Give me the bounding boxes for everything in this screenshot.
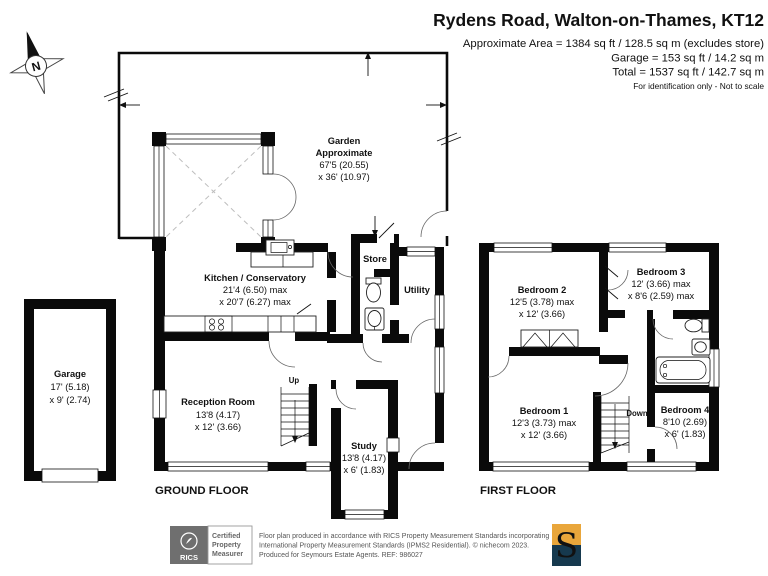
disclaimer-line3: Produced for Seymours Estate Agents. REF… bbox=[259, 552, 423, 559]
reception-name: Reception Room bbox=[181, 397, 255, 407]
compass-north-pointer bbox=[26, 31, 42, 63]
footer: RICS Certified Property Measurer Floor p… bbox=[170, 524, 581, 566]
utility-name: Utility bbox=[404, 285, 431, 295]
ground-floor-door-gaps bbox=[269, 234, 435, 389]
garden-name: Garden bbox=[328, 136, 361, 146]
ground-floor-windows bbox=[41, 246, 445, 520]
garden-label: Garden Approximate 67'5 (20.55) x 36' (1… bbox=[316, 136, 373, 182]
first-floor-windows bbox=[492, 242, 720, 472]
bedroom2-dim2: x 12' (3.66) bbox=[519, 309, 565, 319]
seymours-logo-bottom bbox=[552, 545, 581, 566]
bedroom3-dim1: 12' (3.66) max bbox=[631, 279, 690, 289]
store-name: Store bbox=[363, 254, 387, 264]
page-title: Rydens Road, Walton-on-Thames, KT12 bbox=[433, 10, 764, 30]
kitchen-dim1: 21'4 (6.50) max bbox=[223, 285, 288, 295]
stairs-down-label: Down bbox=[626, 409, 647, 418]
compass-north-label: N bbox=[30, 59, 42, 75]
bedroom4-name: Bedroom 4 bbox=[661, 405, 710, 415]
garage-door bbox=[41, 468, 99, 483]
reception-dim2: x 12' (3.66) bbox=[195, 422, 241, 432]
disclaimer-line2: International Property Measurement Stand… bbox=[259, 542, 529, 550]
study-dim2: x 6' (1.83) bbox=[343, 465, 384, 475]
garage-dim2: x 9' (2.74) bbox=[49, 395, 90, 405]
stairs-down: Down bbox=[600, 396, 648, 454]
garden-boundary bbox=[117, 51, 449, 239]
reception-dim1: 13'8 (4.17) bbox=[196, 410, 240, 420]
kitchen-dim2: x 20'7 (6.27) max bbox=[219, 297, 291, 307]
compass-circle bbox=[25, 55, 47, 77]
disclaimer: Floor plan produced in accordance with R… bbox=[259, 533, 549, 559]
first-floor-doors bbox=[487, 265, 678, 450]
kitchen-counter bbox=[163, 315, 317, 333]
rics-cert-line1: Certified bbox=[212, 533, 240, 540]
bedroom3-dim2: x 8'6 (2.59) max bbox=[628, 291, 695, 301]
bedroom1-name: Bedroom 1 bbox=[520, 406, 569, 416]
wardrobe bbox=[520, 329, 579, 348]
garage-dim1: 17' (5.18) bbox=[51, 382, 90, 392]
ground-floor-walls bbox=[24, 132, 444, 519]
ground-floor-labels: Kitchen / Conservatory 21'4 (6.50) max x… bbox=[49, 254, 430, 497]
rics-cert-box bbox=[207, 525, 253, 565]
disclaimer-line1: Floor plan produced in accordance with R… bbox=[259, 533, 549, 540]
french-doors-arcs bbox=[272, 173, 297, 221]
bathtub-icon bbox=[655, 356, 711, 384]
hob-icon bbox=[204, 315, 233, 333]
cupboard-door-leaves bbox=[604, 265, 619, 300]
bedroom4-dim1: 8'10 (2.69) bbox=[663, 417, 707, 427]
garden-dim2: x 36' (10.97) bbox=[318, 172, 369, 182]
seymours-logo-letter-bottom: S bbox=[555, 526, 578, 566]
bedroom1-dim2: x 12' (3.66) bbox=[521, 430, 567, 440]
study-dim1: 13'8 (4.17) bbox=[342, 453, 386, 463]
garden-break-marks bbox=[103, 88, 462, 146]
bedroom2-name: Bedroom 2 bbox=[518, 285, 567, 295]
garden-area: Garden Approximate 67'5 (20.55) x 36' (1… bbox=[103, 51, 462, 246]
stairs-up: Up bbox=[280, 376, 310, 447]
wc-fixtures bbox=[364, 277, 385, 331]
conservatory bbox=[153, 133, 297, 238]
bedroom2-dim1: 12'5 (3.78) max bbox=[510, 297, 575, 307]
garage-area-line: Garage = 153 sq ft / 14.2 sq m bbox=[611, 53, 764, 65]
approximate-area-line: Approximate Area = 1384 sq ft / 128.5 sq… bbox=[463, 38, 764, 50]
rics-lion-glyph bbox=[186, 537, 192, 544]
rics-cert-line2: Property bbox=[212, 542, 241, 549]
first-floor-walls bbox=[479, 243, 719, 471]
wardrobe-open-doors bbox=[522, 332, 576, 348]
kitchen-name: Kitchen / Conservatory bbox=[204, 273, 307, 283]
rics-badge: RICS Certified Property Measurer bbox=[170, 525, 253, 565]
first-floor-label: FIRST FLOOR bbox=[480, 485, 556, 497]
study-door-frame bbox=[386, 437, 400, 453]
compass-icon: N bbox=[9, 31, 65, 94]
conservatory-roof-cross bbox=[165, 145, 262, 238]
study-name: Study bbox=[351, 441, 378, 451]
bathroom-fixtures bbox=[655, 318, 711, 384]
front-door-arc bbox=[408, 442, 436, 470]
seymours-logo-letter-top: S bbox=[555, 526, 578, 566]
first-floor-door-gaps bbox=[653, 310, 673, 319]
toilet-icon-ff bbox=[701, 318, 710, 333]
garden-approx: Approximate bbox=[316, 148, 373, 158]
kitchen-fittings bbox=[163, 239, 317, 333]
rics-brand-text: RICS bbox=[180, 553, 198, 562]
seymours-logo-top bbox=[552, 524, 581, 545]
garden-dimension-arrows bbox=[125, 57, 441, 231]
identification-note: For identification only - Not to scale bbox=[633, 81, 764, 91]
ground-floor-doors bbox=[268, 222, 436, 470]
ground-floor-label: GROUND FLOOR bbox=[155, 485, 249, 497]
bedroom1-dim1: 12'3 (3.73) max bbox=[512, 418, 577, 428]
garden-gate-arc bbox=[420, 210, 448, 238]
rics-logo bbox=[170, 526, 208, 564]
seymours-logo: S S bbox=[552, 524, 581, 566]
store-door-leaf bbox=[378, 222, 395, 239]
header: Rydens Road, Walton-on-Thames, KT12 Appr… bbox=[433, 10, 764, 91]
stairs-up-label: Up bbox=[289, 376, 300, 385]
bedroom3-name: Bedroom 3 bbox=[637, 267, 686, 277]
garden-dim1: 67'5 (20.55) bbox=[319, 160, 368, 170]
bedroom4-dim2: x 6' (1.83) bbox=[664, 429, 705, 439]
first-floor-labels: Bedroom 2 12'5 (3.78) max x 12' (3.66) B… bbox=[480, 267, 710, 497]
total-area-line: Total = 1537 sq ft / 142.7 sq m bbox=[612, 67, 764, 79]
garage-name: Garage bbox=[54, 369, 86, 379]
rics-cert-line3: Measurer bbox=[212, 551, 243, 558]
